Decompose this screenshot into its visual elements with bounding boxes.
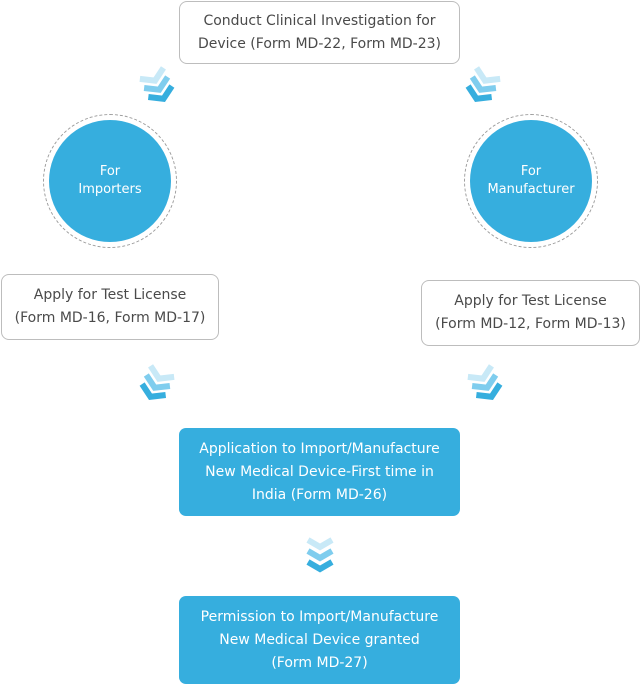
clinical-investigation-step: Conduct Clinical Investigation for Devic… [179, 1, 460, 64]
clinical-investigation-line-1: Conduct Clinical Investigation for [203, 12, 436, 29]
application-line-2: New Medical Device-First time in [205, 463, 434, 480]
application-step: Application to Import/Manufacture New Me… [179, 428, 460, 516]
manufacturer-circle-line-1: For [520, 164, 542, 179]
importers-circle: For Importers [49, 120, 171, 242]
manufacturer-circle-line-2: Manufacturer [487, 182, 575, 197]
manufacturer-circle-ring: For Manufacturer [464, 114, 598, 248]
triple-chevron-down-icon [465, 66, 501, 102]
triple-chevron-down-icon [306, 537, 334, 573]
permission-step: Permission to Import/Manufacture New Med… [179, 596, 460, 684]
test-license-importers-line-1: Apply for Test License [33, 287, 187, 303]
importers-circle-ring: For Importers [43, 114, 177, 248]
test-license-manufacturer-line-1: Apply for Test License [454, 293, 607, 309]
importers-circle-line-2: Importers [78, 182, 142, 197]
manufacturer-circle: For Manufacturer [470, 120, 592, 242]
permission-line-2: New Medical Device granted [219, 631, 420, 648]
test-license-importers-step: Apply for Test License (Form MD-16, Form… [1, 274, 219, 340]
importers-circle-line-1: For [99, 164, 121, 179]
application-line-1: Application to Import/Manufacture [199, 440, 440, 457]
triple-chevron-down-icon [467, 364, 503, 400]
test-license-manufacturer-line-2: (Form MD-12, Form MD-13) [435, 316, 626, 332]
permission-line-3: (Form MD-27) [271, 654, 368, 671]
clinical-investigation-line-2: Device (Form MD-22, Form MD-23) [197, 35, 442, 52]
triple-chevron-down-icon [139, 66, 175, 102]
triple-chevron-down-icon [139, 364, 175, 400]
permission-line-1: Permission to Import/Manufacture [200, 608, 439, 625]
test-license-manufacturer-step: Apply for Test License (Form MD-12, Form… [421, 280, 640, 346]
application-line-3: India (Form MD-26) [251, 486, 388, 503]
test-license-importers-line-2: (Form MD-16, Form MD-17) [14, 310, 206, 326]
